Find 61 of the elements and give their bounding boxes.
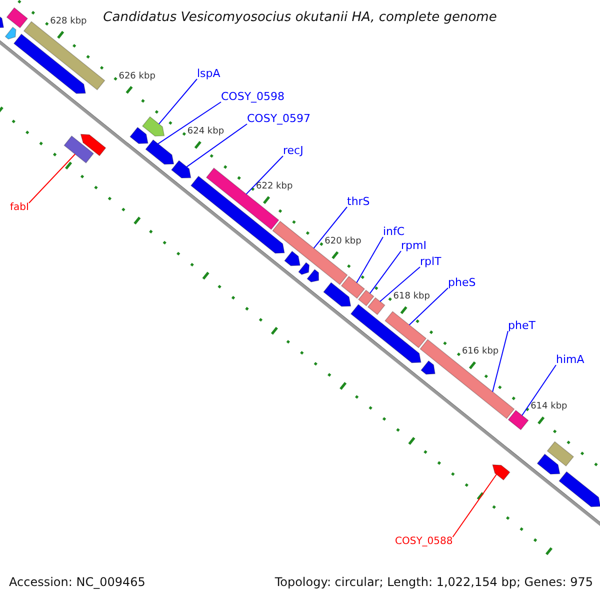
gene-feature bbox=[558, 471, 600, 508]
leader-line bbox=[158, 78, 198, 124]
leader-line bbox=[522, 364, 556, 416]
gene-feature bbox=[340, 276, 366, 299]
gene-feature bbox=[420, 360, 436, 375]
scale-label: 618 kbp bbox=[393, 292, 430, 302]
gene-label: pheT bbox=[508, 320, 536, 331]
leader-line bbox=[28, 154, 76, 204]
gene-feature bbox=[358, 290, 374, 306]
gene-feature bbox=[13, 34, 86, 94]
gene-feature bbox=[284, 250, 300, 266]
scale-label: 614 kbp bbox=[530, 402, 568, 412]
scale-label: 620 kbp bbox=[324, 238, 362, 247]
gene-feature bbox=[367, 297, 386, 316]
gene-feature bbox=[420, 339, 515, 420]
gene-label: infC bbox=[383, 226, 405, 237]
leader-line bbox=[408, 288, 448, 326]
scale-label: 622 kbp bbox=[256, 182, 293, 192]
gene-feature bbox=[80, 134, 106, 156]
gene-label: himA bbox=[556, 354, 584, 365]
gene-label: COSY_0588 bbox=[395, 537, 453, 547]
gene-feature bbox=[64, 135, 94, 164]
gene-label: COSY_0597 bbox=[247, 113, 311, 124]
gene-feature bbox=[4, 26, 16, 40]
leader-line bbox=[356, 236, 384, 284]
scale-label: 628 kbp bbox=[50, 17, 87, 26]
leader-line bbox=[158, 102, 222, 144]
gene-label: rplT bbox=[420, 256, 442, 267]
gene-feature bbox=[170, 160, 192, 178]
gene-feature bbox=[350, 304, 422, 364]
scale-label: 624 kbp bbox=[187, 128, 224, 136]
gene-feature bbox=[145, 139, 174, 165]
gene-feature bbox=[306, 268, 320, 282]
footer-text: Topology: circular; Length: 1,022,154 bp; Genes: 975 bbox=[274, 576, 593, 588]
leader-line bbox=[369, 250, 402, 294]
gene-label: pheS bbox=[448, 277, 476, 288]
gene-feature bbox=[142, 116, 165, 136]
leader-line bbox=[246, 156, 284, 195]
gene-feature bbox=[384, 310, 427, 348]
gene-feature bbox=[492, 464, 510, 481]
leader-line bbox=[380, 266, 420, 302]
gene-label: recJ bbox=[283, 145, 304, 156]
gene-feature bbox=[536, 454, 560, 474]
scale-label: 616 kbp bbox=[462, 348, 499, 357]
gene-feature bbox=[298, 262, 310, 275]
gene-feature bbox=[323, 282, 352, 307]
title: Candidatus Vesicomyosocius okutanii HA, complete genome bbox=[103, 11, 497, 24]
gene-label: lspA bbox=[197, 68, 220, 79]
scale-label: 626 kbp bbox=[118, 72, 156, 82]
gene-label: fabI bbox=[10, 203, 29, 213]
gene-feature bbox=[130, 126, 148, 144]
gene-label: COSY_0598 bbox=[221, 91, 285, 102]
leader-line bbox=[186, 124, 248, 168]
gene-feature bbox=[546, 441, 574, 467]
gene-feature bbox=[508, 410, 529, 430]
leader-line bbox=[452, 474, 497, 538]
leader-line bbox=[313, 206, 348, 249]
gene-label: thrS bbox=[347, 196, 370, 207]
gene-feature bbox=[6, 7, 28, 28]
footer-text: Accession: NC_009465 bbox=[9, 576, 146, 588]
gene-label: rpmI bbox=[401, 240, 426, 251]
